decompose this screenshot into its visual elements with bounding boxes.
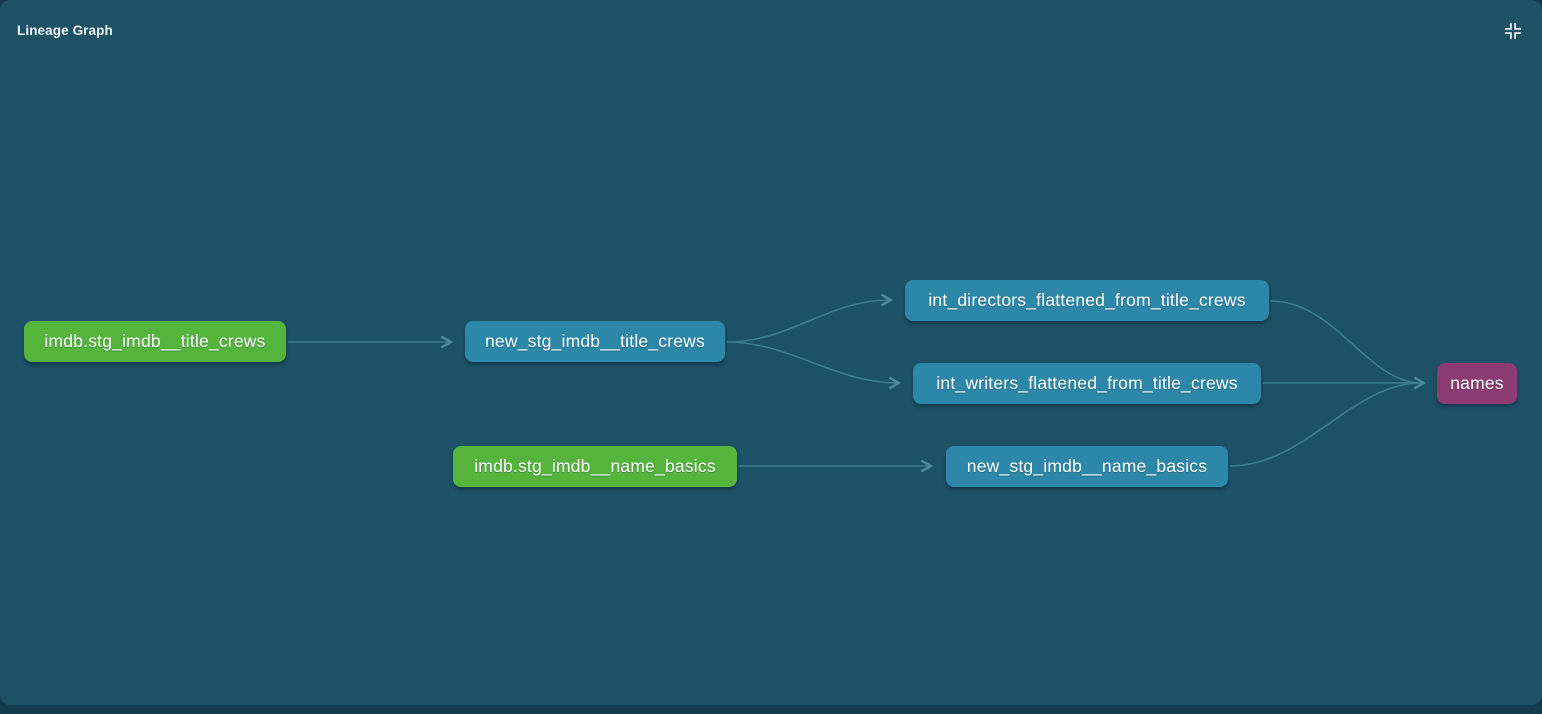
graph-node-int-writers-flattened-from-title-crews[interactable]: int_writers_flattened_from_title_crews xyxy=(913,363,1261,404)
graph-node-new-stg-imdb-title-crews[interactable]: new_stg_imdb__title_crews xyxy=(465,321,725,362)
collapse-fullscreen-icon xyxy=(1502,22,1524,45)
edge-new-title-crews-to-int-directors xyxy=(726,293,894,343)
card-header: Lineage Graph xyxy=(0,0,1542,56)
bottom-panel-edge xyxy=(0,705,1542,714)
collapse-fullscreen-button[interactable] xyxy=(1502,20,1524,42)
graph-node-imdb-stg-imdb-name-basics[interactable]: imdb.stg_imdb__name_basics xyxy=(453,446,737,487)
graph-node-names[interactable]: names xyxy=(1437,363,1517,404)
graph-node-imdb-stg-imdb-title-crews[interactable]: imdb.stg_imdb__title_crews xyxy=(24,321,286,362)
graph-node-int-directors-flattened-from-title-crews[interactable]: int_directors_flattened_from_title_crews xyxy=(905,280,1269,321)
graph-node-new-stg-imdb-name-basics[interactable]: new_stg_imdb__name_basics xyxy=(946,446,1228,487)
edge-new-name-basics-to-names xyxy=(1229,382,1422,467)
edge-int-directors-to-names xyxy=(1270,300,1422,384)
page-title: Lineage Graph xyxy=(17,23,113,38)
edge-new-title-crews-to-int-writers xyxy=(726,341,902,390)
